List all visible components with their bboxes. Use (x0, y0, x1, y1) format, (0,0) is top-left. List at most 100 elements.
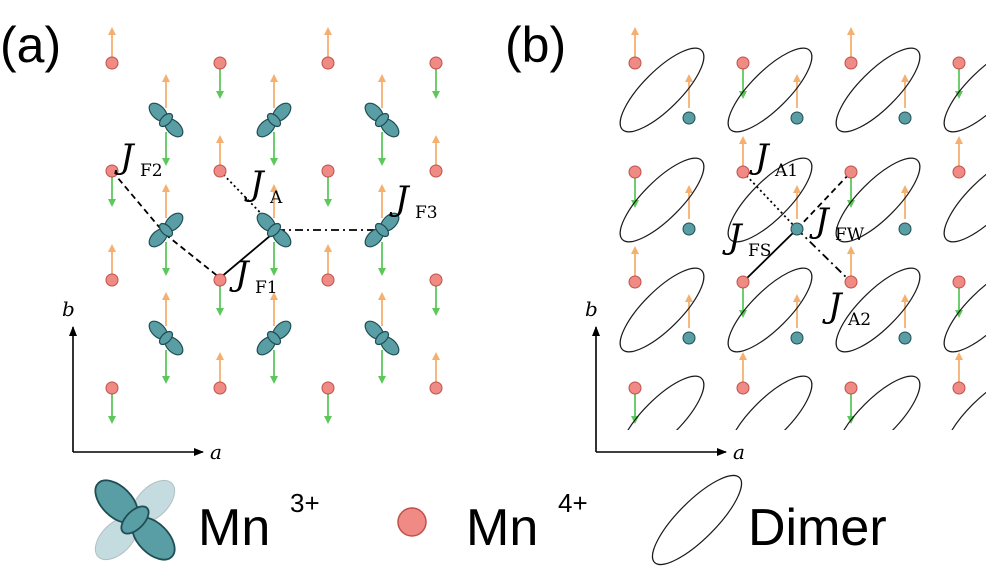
panel-b: (b) J A1 J FS J FW J A2 b (505, 17, 986, 464)
legend: Mn 3+ Mn 4+ Dimer (94, 474, 887, 566)
dimer-ellipse (835, 157, 921, 243)
axis-a-label: a (733, 440, 745, 464)
dimer-ellipse (943, 47, 986, 133)
bond-jfw (796, 171, 852, 230)
coupling-ja: J A (244, 164, 283, 208)
panel-b-bonds (742, 171, 852, 283)
svg-text:J: J (722, 217, 744, 257)
panel-b-dimers (619, 47, 986, 430)
dimer-ellipse (943, 267, 986, 353)
svg-text:J: J (114, 137, 136, 177)
dimer-ellipse (619, 47, 705, 133)
mn4-ion (105, 273, 119, 287)
mn4-ion (736, 56, 750, 70)
mn4-ion (213, 56, 227, 70)
dimer-legend-label: Dimer (748, 499, 887, 557)
dimer-ellipse (835, 47, 921, 133)
mn4-ion (844, 165, 858, 179)
svg-text:J: J (244, 164, 266, 204)
dimer-legend-icon (651, 474, 743, 566)
mn4-ion (952, 381, 966, 395)
axis-a-label: a (210, 440, 222, 464)
axis-b-label: b (62, 297, 75, 321)
dimer-ellipse (619, 267, 705, 353)
bond-jf2-b (164, 233, 221, 279)
dimer-ellipse (727, 267, 813, 353)
mn4-ion (628, 56, 642, 70)
panel-b-spins (631, 27, 963, 424)
mn3-ion (790, 222, 804, 236)
mn4-ion (844, 275, 858, 289)
mn4-ion (429, 56, 443, 70)
dimer-ellipse (727, 47, 813, 133)
mn3-ion (898, 331, 912, 345)
svg-text:F2: F2 (140, 161, 163, 181)
panel-b-axes: b a (585, 297, 745, 464)
svg-text:A2: A2 (847, 310, 871, 330)
svg-text:J: J (749, 137, 771, 177)
mn4-ion (213, 273, 227, 287)
mn4-ion (321, 164, 335, 178)
svg-text:FW: FW (835, 225, 865, 245)
mn3-ion (898, 222, 912, 236)
bond-ja2 (796, 228, 852, 283)
mn4-ion (736, 381, 750, 395)
mn4-ion (321, 381, 335, 395)
mn4-ion (952, 165, 966, 179)
dimer-ellipse (835, 375, 921, 430)
svg-text:J: J (809, 201, 831, 241)
bond-ja (219, 170, 278, 231)
bond-ja1 (742, 171, 798, 230)
mn4-legend-label: Mn 4+ (466, 488, 588, 557)
mn3-ion (898, 111, 912, 125)
panel-a-mn4-sites (105, 56, 443, 395)
mn4-ion (105, 381, 119, 395)
mn3-ion (682, 222, 696, 236)
svg-text:F1: F1 (255, 278, 278, 298)
mn4-ion (213, 164, 227, 178)
svg-text:FS: FS (748, 241, 771, 261)
mn3-ion (682, 331, 696, 345)
panel-a-axes: b a (62, 297, 222, 464)
dimer-ellipse (727, 375, 813, 430)
coupling-jfs: J FS (722, 217, 771, 261)
svg-text:J: J (389, 179, 411, 219)
dimer-ellipse (727, 157, 813, 243)
svg-text:J: J (229, 254, 251, 294)
bond-jf1 (219, 229, 278, 279)
mn3-ion (682, 111, 696, 125)
mn4-ion (952, 275, 966, 289)
panel-a: (a) J F2 J A J F3 J F1 b (0, 17, 443, 464)
mn4-ion (628, 381, 642, 395)
svg-text:Mn: Mn (198, 499, 270, 557)
svg-text:3+: 3+ (290, 488, 320, 518)
coupling-ja2: J A2 (822, 286, 871, 330)
panel-a-spins (108, 27, 440, 424)
panel-b-label: (b) (505, 17, 566, 73)
svg-text:F3: F3 (415, 203, 438, 223)
bond-jfs (742, 228, 798, 283)
dimer-ellipse (619, 157, 705, 243)
mn4-ion (321, 56, 335, 70)
coupling-jfw: J FW (809, 201, 865, 245)
mn4-ion (736, 275, 750, 289)
mn4-ion (429, 273, 443, 287)
panel-a-label: (a) (0, 17, 61, 73)
mn4-ion (736, 165, 750, 179)
dimer-ellipse (619, 375, 705, 430)
mn4-ion (321, 273, 335, 287)
axis-b-label: b (585, 297, 598, 321)
mn4-ion (628, 165, 642, 179)
svg-text:A1: A1 (774, 161, 798, 181)
mn4-ion (429, 381, 443, 395)
mn4-ion (429, 164, 443, 178)
mn4-ion (952, 56, 966, 70)
mn4-ion (105, 56, 119, 70)
mn4-ion (105, 164, 119, 178)
mn3-ion (790, 111, 804, 125)
dimer-ellipse (943, 375, 986, 430)
panel-b-mn3-sites (682, 111, 912, 345)
mn4-ion (213, 381, 227, 395)
svg-text:J: J (822, 286, 844, 326)
